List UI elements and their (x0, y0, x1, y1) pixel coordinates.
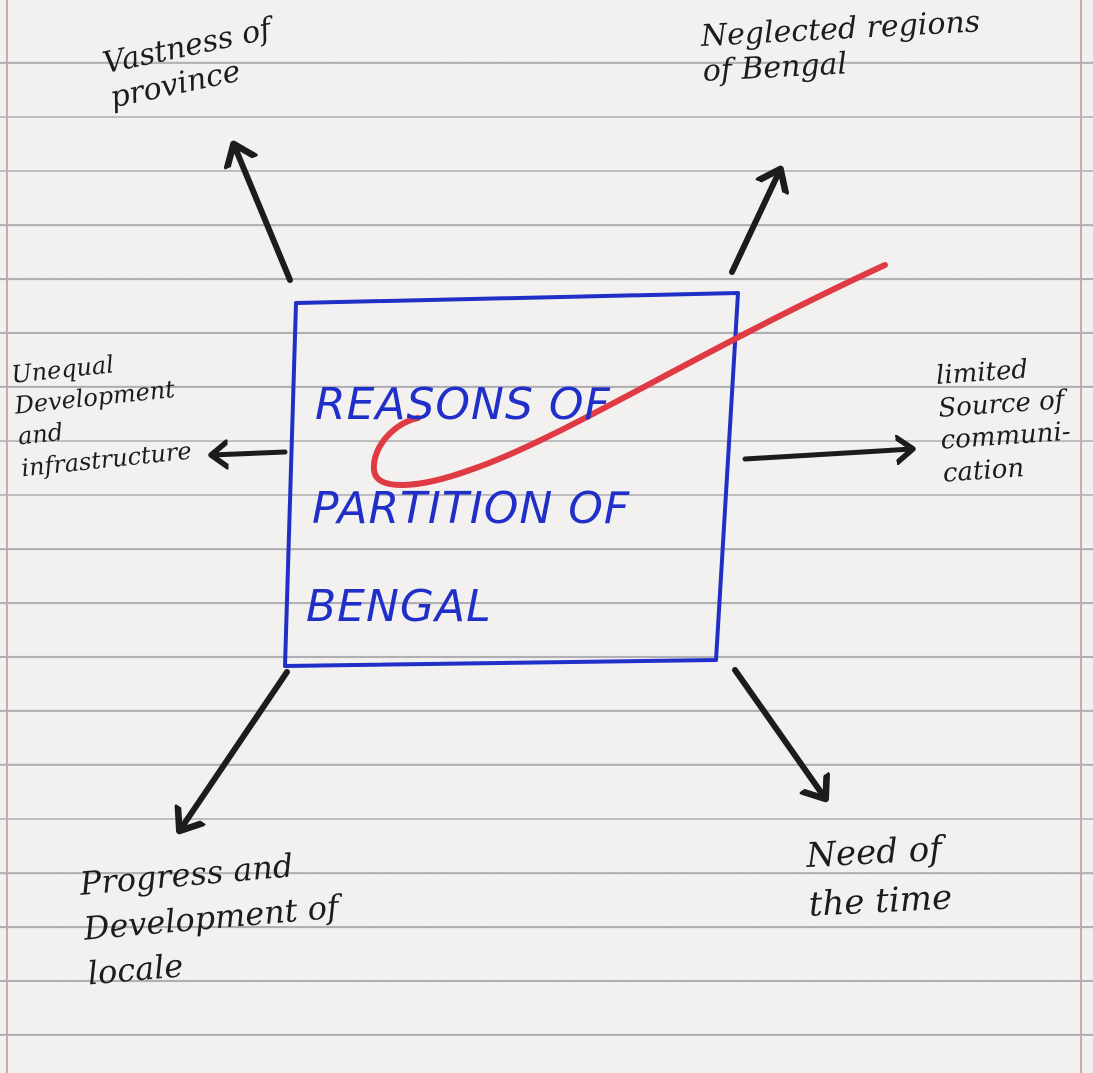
arrow-left (212, 452, 288, 455)
arrow-top-left (234, 145, 293, 283)
red-check-mark (370, 262, 888, 489)
arrow-bottom-left (180, 669, 290, 830)
center-title-line3: BENGAL (306, 581, 492, 632)
reason-left: Unequal Development and infrastructure (10, 350, 193, 482)
arrow-top-right (729, 170, 780, 275)
reason-right: limited Source of communi- cation (935, 354, 1072, 489)
reason-bottom-left: Progress and Development of locale (78, 846, 341, 993)
left-margin-line (6, 0, 8, 1073)
arrow-bottom-right (732, 667, 825, 798)
center-title-line2: PARTITION OF (312, 483, 631, 534)
right-margin-line (1080, 0, 1082, 1073)
reason-bottom-right: Need of the time (805, 828, 954, 926)
reason-top-right: Neglected regions of Bengal (699, 4, 981, 89)
center-box (283, 291, 740, 668)
center-title-line1: REASONS OF (315, 379, 611, 430)
arrow-right (742, 449, 912, 459)
